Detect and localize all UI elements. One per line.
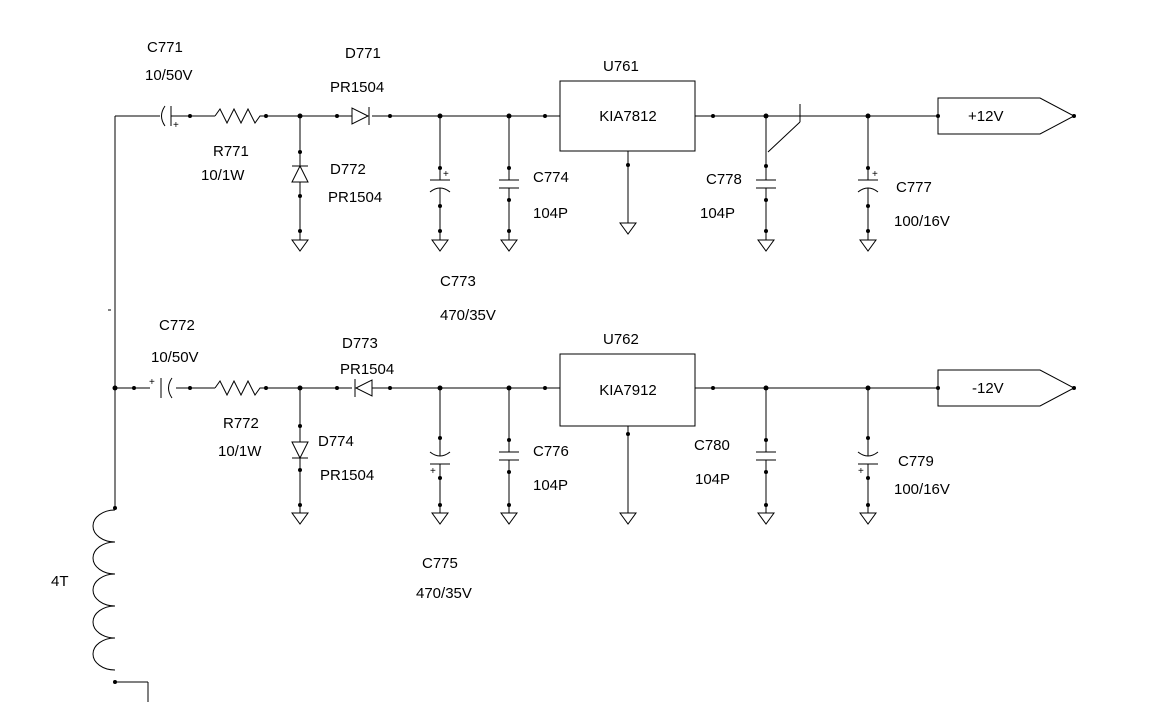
label-c777-ref: C777 (896, 179, 932, 196)
polarity-mark: + (430, 466, 436, 477)
label-c777-value: 100/16V (894, 213, 950, 230)
coil-label: 4T (51, 573, 69, 590)
output-port-negative (937, 369, 1076, 407)
label-d773-value: PR1504 (340, 361, 394, 378)
label-c773-value: 470/35V (440, 307, 496, 324)
label-c774-value: 104P (533, 205, 568, 222)
polarity-mark: + (443, 169, 449, 180)
resistor-r771 (214, 107, 265, 125)
diode-d772 (291, 116, 309, 252)
capacitor-c774 (499, 116, 519, 252)
label-c779-value: 100/16V (894, 481, 950, 498)
negative-rail-wires (112, 385, 940, 391)
capacitor-c778 (756, 104, 801, 252)
diode-d774 (291, 388, 309, 525)
label-d771-value: PR1504 (330, 79, 384, 96)
label-c772-ref: C772 (159, 317, 195, 334)
capacitor-c779: + (857, 388, 879, 525)
output-port-positive (937, 97, 1076, 135)
label-r772-ref: R772 (223, 415, 259, 432)
label-c773-ref: C773 (440, 273, 476, 290)
diode-d773 (354, 379, 373, 397)
capacitor-c780 (756, 388, 776, 525)
label-c771-ref: C771 (147, 39, 183, 56)
regulator-u762 (559, 353, 696, 525)
capacitor-c775: + (429, 388, 451, 525)
label-d774-value: PR1504 (320, 467, 374, 484)
port-label-negative: -12V (972, 380, 1004, 397)
label-c778-ref: C778 (706, 171, 742, 188)
capacitor-c777: + (857, 116, 879, 252)
label-r772-value: 10/1W (218, 443, 262, 460)
label-r771-ref: R771 (213, 143, 249, 160)
label-c775-ref: C775 (422, 555, 458, 572)
label-c779-ref: C779 (898, 453, 934, 470)
label-d772-ref: D772 (330, 161, 366, 178)
label-c772-value: 10/50V (151, 349, 199, 366)
label-c771-value: 10/50V (145, 67, 193, 84)
label-c780-value: 104P (695, 471, 730, 488)
label-d771-ref: D771 (345, 45, 381, 62)
label-u762-ref: U762 (603, 331, 639, 348)
label-c780-ref: C780 (694, 437, 730, 454)
label-d773-ref: D773 (342, 335, 378, 352)
polarity-mark: + (149, 377, 155, 388)
label-r771-value: 10/1W (201, 167, 245, 184)
label-c774-ref: C774 (533, 169, 569, 186)
polarity-mark: + (173, 120, 179, 131)
label-u762-part: KIA7912 (599, 382, 657, 399)
regulator-u761 (559, 80, 696, 235)
label-d772-value: PR1504 (328, 189, 382, 206)
label-c776-value: 104P (533, 477, 568, 494)
label-d774-ref: D774 (318, 433, 354, 450)
label-u761-ref: U761 (603, 58, 639, 75)
polarity-mark: + (858, 466, 864, 477)
capacitor-c776 (499, 388, 519, 525)
label-c776-ref: C776 (533, 443, 569, 460)
transformer-coil (92, 116, 149, 702)
capacitor-c772: + (149, 377, 173, 399)
resistor-r772 (214, 379, 265, 397)
diode-d771 (351, 107, 370, 125)
label-c775-value: 470/35V (416, 585, 472, 602)
port-label-positive: +12V (968, 108, 1003, 125)
capacitor-c773: + (429, 116, 451, 252)
label-c778-value: 104P (700, 205, 735, 222)
capacitor-c771: + (161, 105, 179, 131)
label-u761-part: KIA7812 (599, 108, 657, 125)
polarity-mark: + (872, 169, 878, 180)
